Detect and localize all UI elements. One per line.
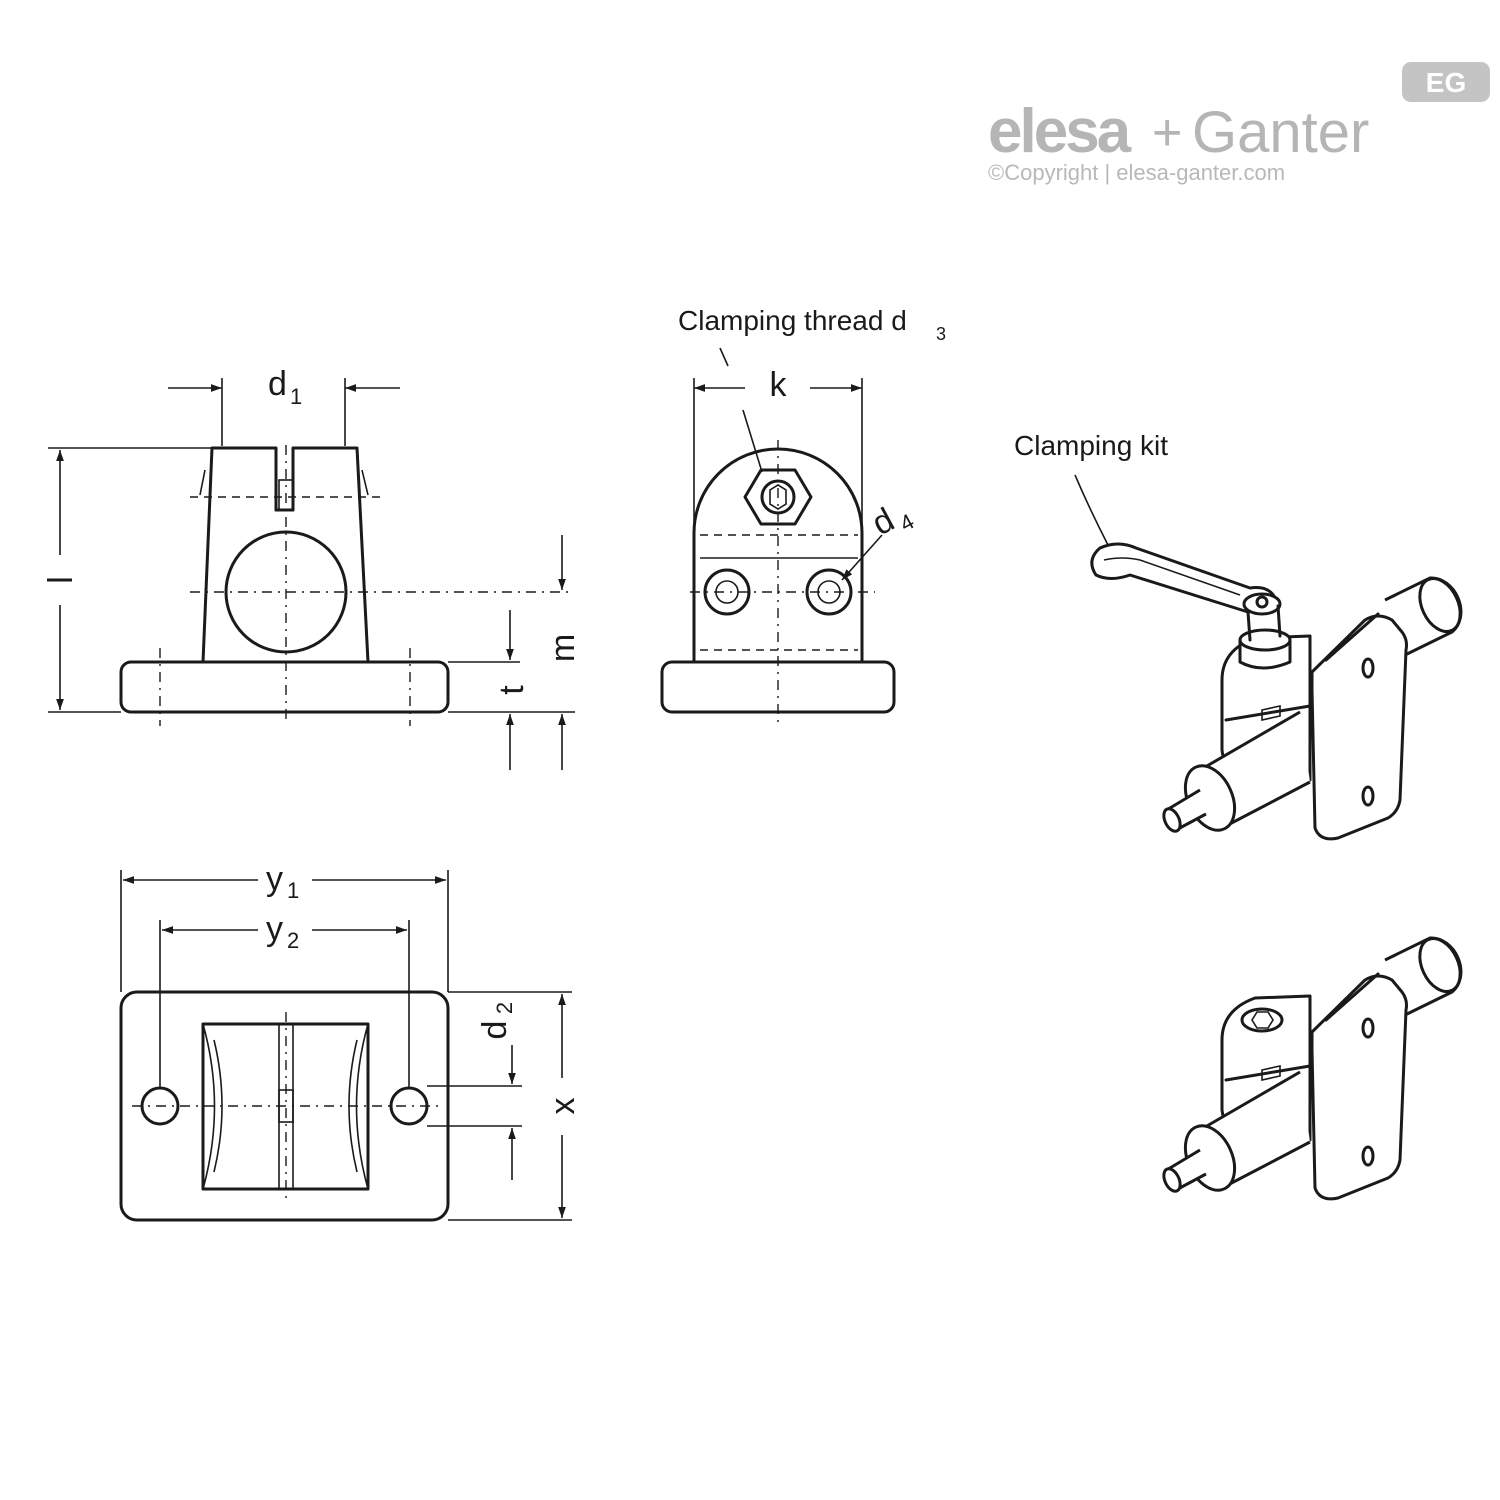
logo-ganter: Ganter: [1192, 100, 1369, 165]
top-view: y 1 y 2 d 2 x: [119, 860, 582, 1222]
dim-t-label: t: [493, 685, 531, 695]
front-base-plate: [119, 660, 450, 714]
dim-y2-sub: 2: [287, 928, 299, 953]
dim-y1-label: y: [266, 860, 283, 898]
dim-d1-sub: 1: [290, 384, 302, 409]
callout-clamping-thread: Clamping thread d: [678, 305, 907, 336]
dim-y1-sub: 1: [287, 878, 299, 903]
callout-clamping-kit: Clamping kit: [1014, 430, 1168, 461]
front-view: d 1 l t m: [42, 365, 582, 770]
dim-d2-label: d: [476, 1021, 514, 1040]
side-hole-left: [703, 568, 751, 616]
logo-badge-text: EG: [1426, 67, 1466, 98]
logo-plus: +: [1152, 104, 1182, 162]
logo-badge: EG: [1402, 62, 1490, 102]
iso-view-with-clamping-kit: Clamping kit: [1014, 430, 1463, 841]
dim-l-label: l: [42, 576, 80, 584]
dim-x-label: x: [544, 1098, 582, 1115]
side-view: k Clamping thread d 3 d 4: [660, 305, 946, 728]
side-body: [692, 447, 864, 664]
dim-m-label: m: [544, 634, 582, 662]
dim-d1-label: d: [268, 365, 287, 403]
dim-y2-label: y: [266, 910, 283, 948]
callout-d3-sub: 3: [936, 324, 946, 344]
dim-d4-label: d: [866, 501, 901, 543]
brand-logo: elesa + Ganter EG ©Copyright | elesa-gan…: [988, 62, 1490, 185]
dim-d2-sub: 2: [492, 1002, 517, 1014]
copyright-text: ©Copyright | elesa-ganter.com: [988, 160, 1285, 185]
iso-view-without-clamping-kit: [1162, 936, 1463, 1201]
dim-k-label: k: [770, 366, 788, 404]
logo-elesa: elesa: [988, 97, 1132, 166]
